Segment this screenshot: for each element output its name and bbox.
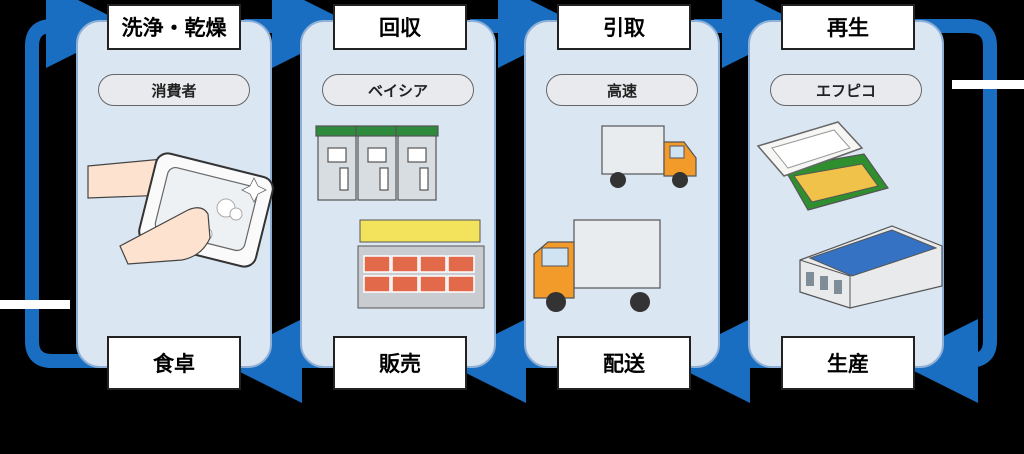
truck-small-illustration [601, 125, 697, 188]
panel-logistics [524, 20, 720, 368]
actor-logistics: 高速 [546, 74, 698, 106]
actor-consumer: 消費者 [98, 74, 250, 106]
recycling-bins-illustration [315, 125, 439, 201]
step-wash-dry: 洗浄・乾燥 [107, 4, 241, 50]
loop-left-arrow [25, 0, 130, 368]
loop-right-arrow [894, 19, 997, 403]
step-delivery: 配送 [557, 336, 691, 390]
step-dining-table: 食卓 [107, 336, 241, 390]
actor-manufacturer: エフピコ [770, 74, 922, 106]
left-side-marker [0, 300, 70, 309]
right-side-marker [952, 80, 1024, 89]
step-pickup: 引取 [557, 4, 691, 50]
step-sales: 販売 [333, 336, 467, 390]
truck-large-illustration [533, 219, 661, 312]
step-collect: 回収 [333, 4, 467, 50]
factory-illustration [799, 225, 943, 309]
washing-tray-illustration [87, 152, 274, 268]
store-shelf-illustration [357, 219, 485, 309]
step-production: 生産 [781, 336, 915, 390]
actor-retailer: ベイシア [322, 74, 474, 106]
step-recycle: 再生 [781, 4, 915, 50]
food-trays-illustration [756, 121, 889, 211]
